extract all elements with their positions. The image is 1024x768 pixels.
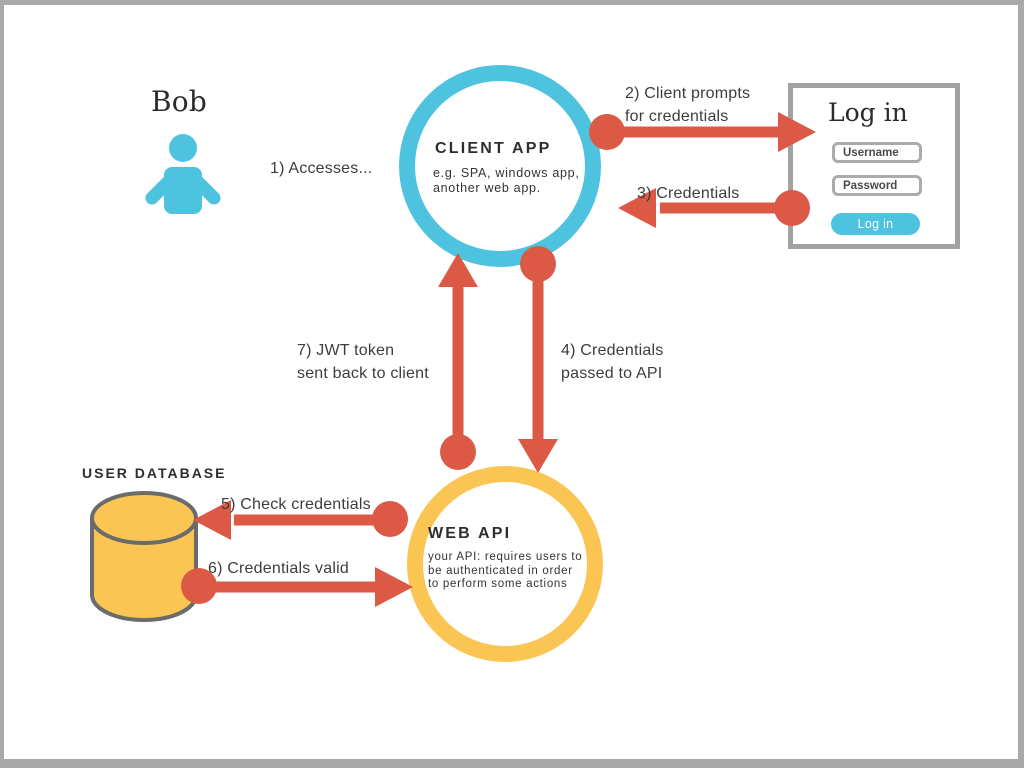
step5-label: 5) Check credentials — [221, 496, 371, 513]
web-api-desc-line2: be authenticated in order — [428, 564, 573, 577]
username-input[interactable] — [832, 142, 922, 163]
step6-label: 6) Credentials valid — [208, 560, 349, 577]
web-api-description: your API: requires users to be authentic… — [428, 551, 582, 592]
web-api-desc-line1: your API: requires users to — [428, 551, 583, 563]
step7-line1: 7) JWT token — [297, 342, 395, 359]
step4-label: 4) Credentials passed to API — [561, 339, 663, 385]
client-app-desc-line1: e.g. SPA, windows app, — [433, 166, 580, 180]
step4-line1: 4) Credentials — [561, 342, 664, 359]
password-input[interactable] — [832, 175, 922, 196]
step1-label: 1) Accesses... — [270, 160, 373, 177]
step7-label: 7) JWT token sent back to client — [297, 339, 429, 385]
step2-line1: 2) Client prompts — [625, 85, 751, 102]
step3-label: 3) Credentials — [637, 185, 740, 202]
web-api-desc-line3: to perform some actions — [428, 578, 568, 590]
step7-line2: sent back to client — [297, 365, 429, 382]
web-api-title: WEB API — [428, 525, 512, 542]
client-app-description: e.g. SPA, windows app, another web app. — [433, 166, 580, 196]
login-form: Log in Log in — [788, 83, 960, 249]
client-app-title: CLIENT APP — [435, 140, 552, 157]
step2-line2: for credentials — [625, 108, 729, 125]
step2-label: 2) Client prompts for credentials — [625, 82, 750, 128]
login-form-title: Log in — [828, 98, 908, 127]
client-app-desc-line2: another web app. — [433, 181, 541, 195]
bob-label: Bob — [151, 85, 207, 118]
login-button[interactable]: Log in — [831, 213, 920, 235]
step4-line2: passed to API — [561, 365, 663, 382]
user-database-title: USER DATABASE — [82, 465, 227, 481]
